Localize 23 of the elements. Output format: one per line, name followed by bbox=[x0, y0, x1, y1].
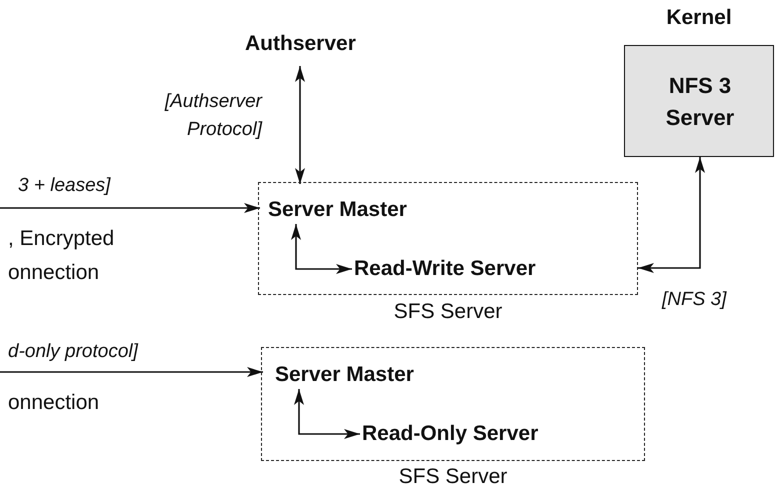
arrow bbox=[0, 203, 260, 213]
component-label: Read-Only Server bbox=[362, 422, 538, 446]
group-caption: SFS Server bbox=[394, 300, 502, 324]
component-label: Read-Write Server bbox=[354, 257, 636, 281]
group-box bbox=[261, 347, 645, 461]
connection-note: , Encrypted onnection bbox=[8, 226, 116, 286]
arrow bbox=[0, 367, 263, 377]
connection-note: onnection bbox=[8, 390, 100, 416]
node-label: Authserver bbox=[245, 32, 355, 60]
component-label: Server Master bbox=[263, 349, 414, 387]
edge-label: [NFS 3] bbox=[662, 288, 728, 312]
group-caption: SFS Server bbox=[398, 465, 508, 489]
arrow bbox=[295, 66, 305, 184]
edge-label: [Authserver Protocol] bbox=[164, 90, 262, 142]
edge-label: 3 + leases] bbox=[18, 174, 112, 198]
component-label: Server Master bbox=[260, 184, 407, 222]
edge-label: d-only protocol] bbox=[8, 340, 140, 364]
box-heading: Kernel bbox=[665, 6, 733, 30]
arrow bbox=[291, 224, 352, 274]
arrow bbox=[638, 157, 705, 273]
box-label: NFS 3 Server bbox=[664, 72, 736, 132]
group-box bbox=[258, 182, 638, 295]
arrow bbox=[294, 389, 360, 439]
